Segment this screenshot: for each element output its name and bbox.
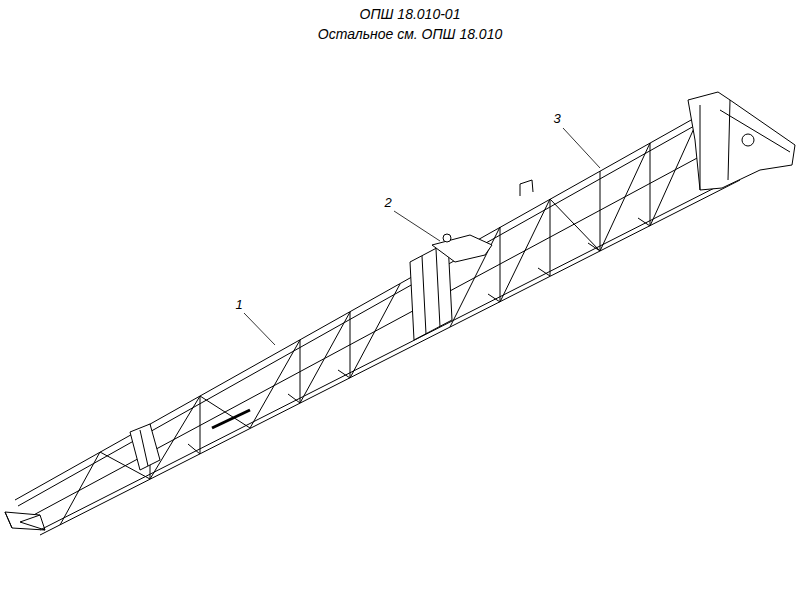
truss-diagonals	[60, 115, 700, 525]
pivot-pin	[443, 234, 451, 242]
callout-number: 3	[552, 111, 561, 127]
truss-posts	[150, 143, 650, 479]
callout-number: 1	[234, 297, 243, 313]
top-bracket	[520, 180, 533, 196]
right-mount	[688, 92, 795, 190]
hinge-bracket	[432, 235, 492, 262]
cross-members	[188, 218, 650, 454]
callout-number: 2	[383, 195, 392, 211]
middle-hinge	[410, 242, 452, 340]
mount-hole	[742, 134, 754, 146]
reference-note: Остальное см. ОПШ 18.010	[318, 26, 502, 42]
drawing-title: ОПШ 18.010-01	[360, 6, 461, 22]
joint-parts	[5, 92, 795, 530]
left-hinge	[130, 424, 160, 470]
hydraulic-cylinder	[212, 410, 250, 428]
leader-line	[563, 128, 600, 168]
leader-lines	[244, 128, 600, 345]
bottom-chord	[40, 175, 740, 535]
top-chord	[15, 115, 703, 506]
leader-line	[394, 211, 440, 241]
left-tip	[5, 512, 45, 530]
leader-line	[244, 313, 275, 345]
truss-frame	[15, 115, 740, 535]
inner-rail	[28, 150, 712, 518]
